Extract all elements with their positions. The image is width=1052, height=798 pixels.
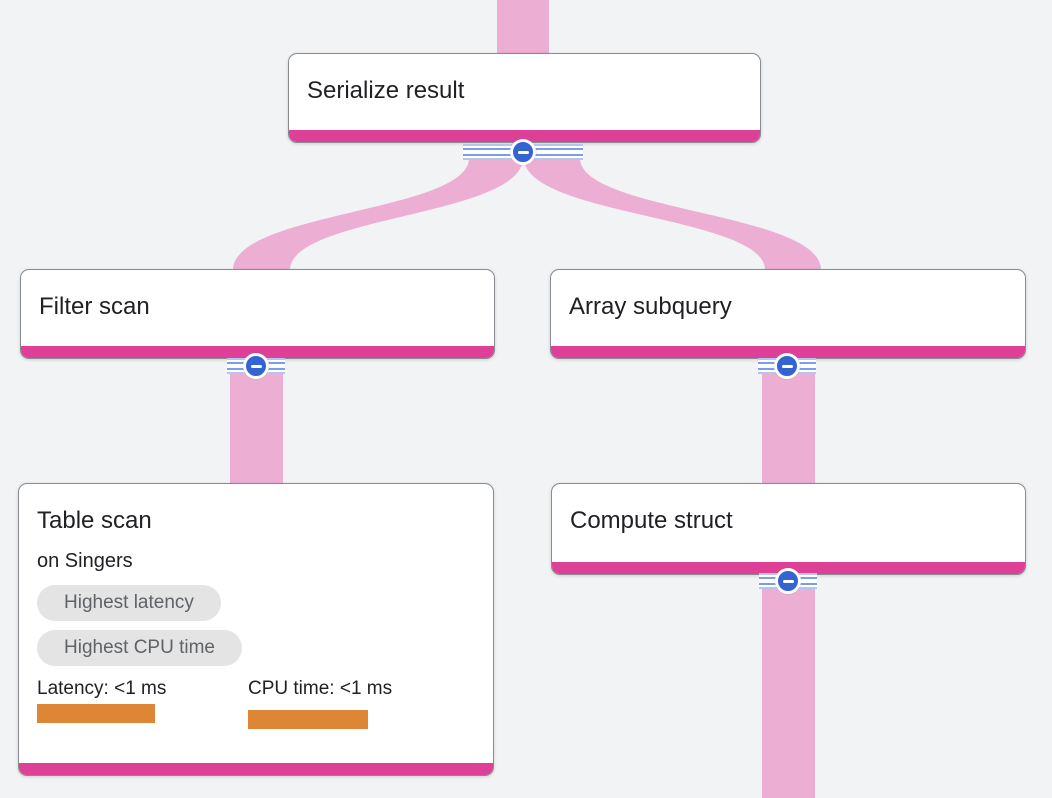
- node-title: Array subquery: [569, 293, 732, 320]
- metric-cpu-time-label: CPU time: <1 ms: [248, 678, 393, 699]
- node-table-scan[interactable]: Table scan on Singers Highest latency Hi…: [18, 483, 494, 776]
- flow-edge-compute-struct-to-bottom: [762, 574, 815, 798]
- node-accent-bar: [21, 346, 494, 358]
- cpu-time-bar: [248, 710, 368, 729]
- minus-icon: [243, 353, 269, 379]
- node-serialize-result[interactable]: Serialize result: [288, 53, 761, 143]
- badge-highest-latency: Highest latency: [37, 585, 221, 621]
- flow-edge-serialize-to-filter-scan: [233, 158, 523, 270]
- metric-cpu-time: CPU time: <1 ms: [248, 678, 392, 729]
- badge-highest-cpu-time: Highest CPU time: [37, 630, 242, 666]
- node-title: Table scan: [37, 507, 152, 534]
- node-compute-struct[interactable]: Compute struct: [551, 483, 1026, 575]
- metric-latency: Latency: <1 ms: [37, 678, 248, 729]
- node-title: Compute struct: [570, 507, 733, 534]
- metrics-row: Latency: <1 ms CPU time: <1 ms: [37, 678, 475, 729]
- minus-icon: [510, 139, 536, 165]
- node-subtitle: on Singers: [37, 550, 133, 572]
- flow-edge-top-to-serialize: [497, 0, 549, 58]
- node-title: Filter scan: [39, 293, 150, 320]
- minus-icon: [774, 353, 800, 379]
- node-accent-bar: [551, 346, 1025, 358]
- node-filter-scan[interactable]: Filter scan: [20, 269, 495, 359]
- node-accent-bar: [289, 130, 760, 142]
- node-array-subquery[interactable]: Array subquery: [550, 269, 1026, 359]
- flow-edge-serialize-to-array-subquery: [524, 158, 821, 270]
- node-title: Serialize result: [307, 77, 465, 104]
- minus-icon: [775, 568, 801, 594]
- flow-edge-array-subquery-to-compute-struct: [762, 358, 815, 485]
- node-accent-bar: [19, 763, 493, 775]
- latency-bar: [37, 704, 155, 723]
- metric-latency-label: Latency: <1 ms: [37, 678, 167, 699]
- flow-edge-filter-scan-to-table-scan: [230, 358, 283, 485]
